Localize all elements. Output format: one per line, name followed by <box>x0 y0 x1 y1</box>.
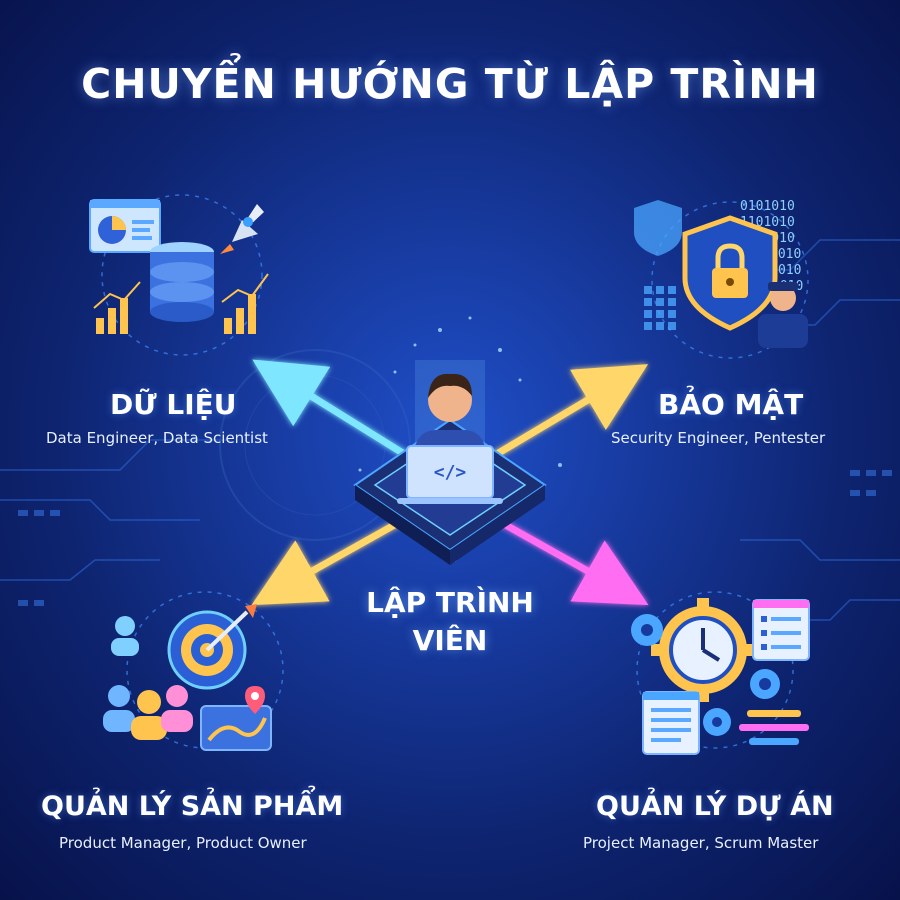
data-illustration <box>89 194 269 356</box>
svg-text:010: 010 <box>778 263 801 278</box>
gear-clock-icon <box>651 598 755 702</box>
timeline-bars-icon <box>739 710 809 745</box>
project-roles: Project Manager, Scrum Master <box>583 834 819 852</box>
product-roles: Product Manager, Product Owner <box>59 834 307 852</box>
dashboard-window-icon <box>89 199 161 253</box>
page-title: CHUYỂN HƯỚNG TỪ LẬP TRÌNH <box>81 60 819 108</box>
rocket-icon <box>220 204 264 254</box>
product-title: QUẢN LÝ SẢN PHẨM <box>41 791 344 822</box>
product-illustration <box>103 591 284 751</box>
laptop-icon: </> <box>397 445 503 504</box>
svg-text:1010: 1010 <box>770 247 801 262</box>
center-label: LẬP TRÌNH VIÊN <box>310 584 590 660</box>
bar-chart-icon-left <box>93 281 141 334</box>
center-label-line2: VIÊN <box>412 624 488 657</box>
lock-shield-icon <box>682 215 778 331</box>
svg-text:0101010: 0101010 <box>740 199 795 214</box>
task-checklist-icon <box>752 599 810 661</box>
team-users-icon <box>103 616 193 740</box>
server-grid-icon <box>644 286 676 330</box>
project-illustration <box>631 591 810 755</box>
data-title: DỮ LIỆU <box>110 388 237 421</box>
database-icon <box>150 242 214 322</box>
document-list-icon <box>642 691 700 755</box>
small-shield-icon <box>634 200 682 256</box>
small-gear-icon <box>631 614 780 736</box>
data-roles: Data Engineer, Data Scientist <box>46 429 268 447</box>
security-title: BẢO MẬT <box>658 388 804 421</box>
roadmap-icon <box>200 705 272 751</box>
target-icon <box>167 604 257 690</box>
security-officer-icon <box>758 282 808 348</box>
bar-chart-icon-right <box>221 273 269 334</box>
svg-text:</>: </> <box>434 462 467 483</box>
location-pin-icon <box>245 686 265 714</box>
center-label-line1: LẬP TRÌNH <box>366 586 534 619</box>
project-title: QUẢN LÝ DỰ ÁN <box>596 791 834 822</box>
security-roles: Security Engineer, Pentester <box>611 429 826 447</box>
security-illustration: 0101010 1101010 0110010 1010 010 1010 <box>634 199 809 359</box>
center-programmer-illustration: </> <box>353 360 547 565</box>
